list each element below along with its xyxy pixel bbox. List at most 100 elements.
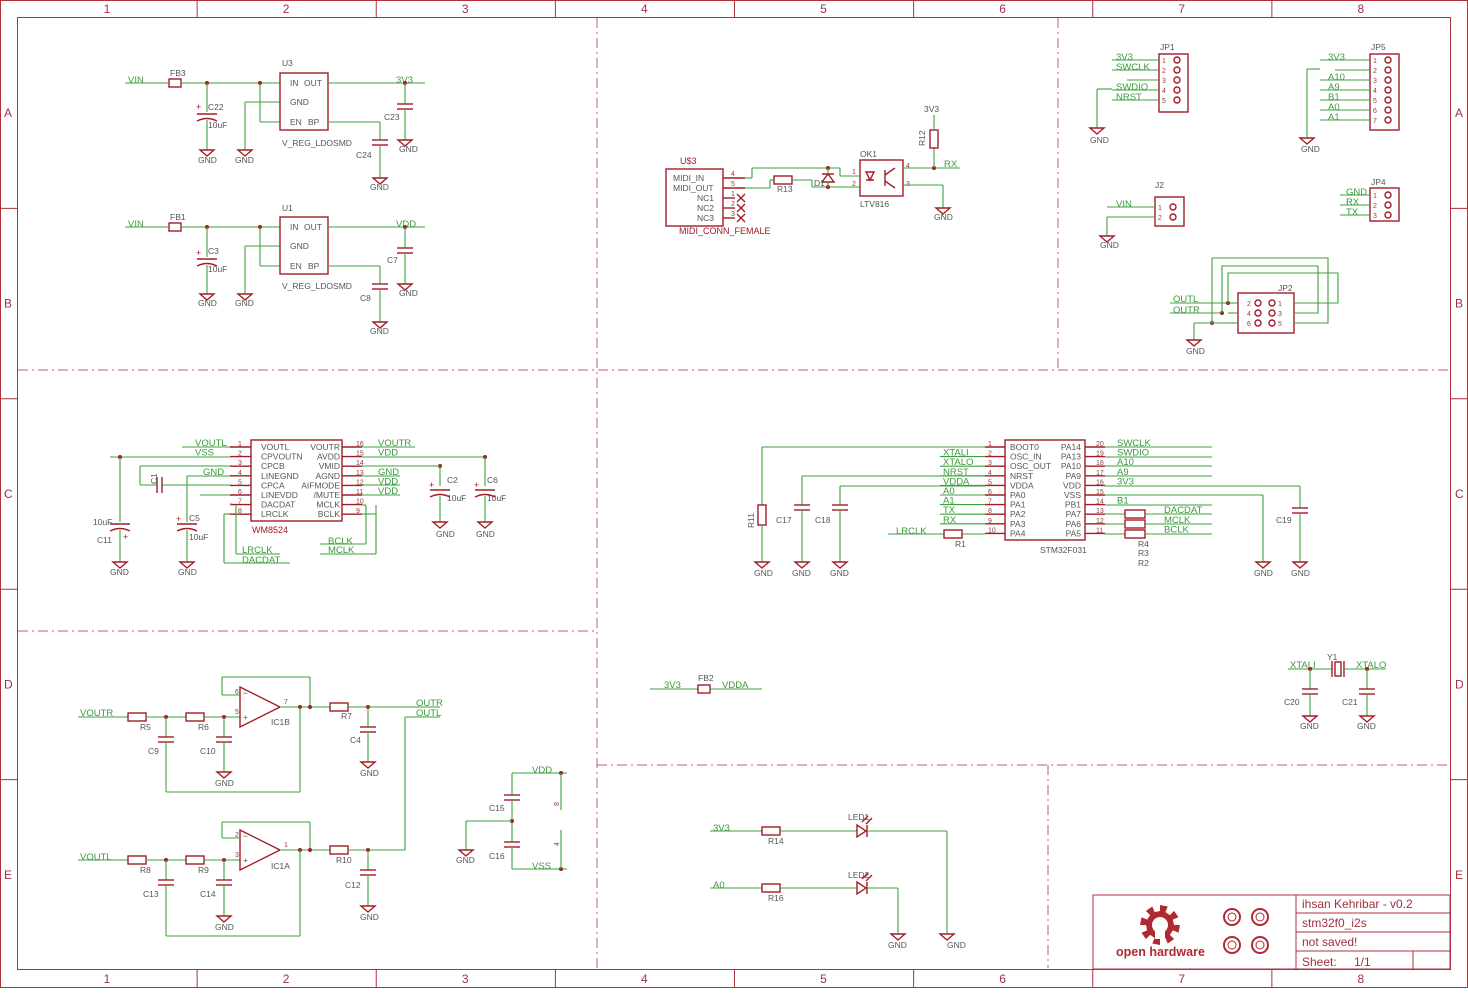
svg-text:R10: R10 (336, 855, 352, 865)
svg-text:IN: IN (290, 222, 299, 232)
header-pin-number: 3 (1373, 78, 1377, 85)
svg-text:V_REG_LDOSMD: V_REG_LDOSMD (282, 281, 352, 291)
net-vin-label: VIN (128, 75, 144, 86)
frame-col-label-top: 6 (999, 2, 1006, 16)
svg-text:GND: GND (1301, 144, 1320, 154)
frame-col-label-bottom: 2 (283, 972, 290, 986)
codec-pin-name: MCLK (316, 500, 340, 510)
svg-text:GND: GND (456, 855, 475, 865)
header-pin (1169, 203, 1177, 211)
author-label: ihsan Kehribar - v0.2 (1302, 897, 1413, 911)
mcu-pin-name: VDD (1063, 480, 1081, 490)
header-pin-number: 3 (1373, 213, 1377, 220)
mcu-net-label: 3V3 (1117, 476, 1134, 487)
mcu-pin-number: 16 (1096, 479, 1104, 486)
codec-net-label: VOUTL (195, 438, 227, 449)
svg-text:+: + (429, 480, 434, 490)
mcu-pin-number: 17 (1096, 470, 1104, 477)
svg-text:+: + (243, 712, 248, 722)
svg-text:2: 2 (852, 181, 856, 188)
svg-text:6: 6 (235, 689, 239, 696)
frame-row-label-left: E (4, 868, 12, 882)
svg-text:NC2: NC2 (697, 203, 714, 213)
svg-text:R5: R5 (140, 722, 151, 732)
header-net-label: NRST (1116, 92, 1142, 103)
mcu-pin-name: VDDA (1010, 480, 1034, 490)
header-net-label: TX (1346, 207, 1359, 218)
svg-text:U$3: U$3 (680, 156, 697, 166)
mcu-net-label: B1 (1117, 496, 1129, 507)
svg-text:GND: GND (754, 568, 773, 578)
svg-text:BCLK: BCLK (328, 536, 353, 547)
opamp-ic1b-section: VOUTR R5 R6 C9 C10 GND − + 6 5 7 IC1B (78, 676, 443, 793)
svg-text:GND: GND (1090, 135, 1109, 145)
mcu-pin-name: PA7 (1066, 509, 1082, 519)
svg-text:OUTL: OUTL (416, 708, 441, 719)
svg-text:GND: GND (1100, 240, 1119, 250)
header-pin-number: 5 (1278, 321, 1282, 328)
frame-row-label-left: D (4, 677, 13, 691)
frame-col-label-top: 7 (1178, 2, 1185, 16)
ferrite-fb3 (168, 78, 182, 88)
svg-text:OUTR: OUTR (416, 698, 443, 709)
mcu-pin-number: 3 (988, 460, 992, 467)
codec-pin-name: CPCB (261, 461, 285, 471)
svg-text:BP: BP (308, 117, 320, 127)
header-pin-number: 1 (1373, 193, 1377, 200)
resistor-r12 (929, 129, 939, 149)
svg-text:IN: IN (290, 78, 299, 88)
svg-text:R3: R3 (1138, 548, 1149, 558)
codec-pin-number: 16 (356, 441, 364, 448)
frame-col-label-top: 1 (104, 2, 111, 16)
svg-text:OUTR: OUTR (1173, 305, 1200, 316)
header-net-label: A1 (1328, 112, 1340, 123)
mcu-pin-name: PB1 (1065, 500, 1081, 510)
svg-text:IC1B: IC1B (271, 717, 290, 727)
svg-text:3V3: 3V3 (924, 104, 939, 114)
svg-text:U3: U3 (282, 58, 293, 68)
codec-pin-number: 9 (356, 508, 360, 515)
mcu-pin-number: 9 (988, 518, 992, 525)
svg-text:GND: GND (792, 568, 811, 578)
frame-col-label-top: 3 (462, 2, 469, 16)
mcu-net-label: XTALO (943, 457, 973, 468)
header-pin-number: 6 (1373, 108, 1377, 115)
mcu-body (1004, 439, 1086, 541)
codec-pin-name: VOUTL (261, 442, 290, 452)
header-pin-number: 2 (1158, 215, 1162, 222)
svg-text:R13: R13 (777, 184, 793, 194)
svg-text:JP5: JP5 (1371, 42, 1386, 52)
svg-text:C1: C1 (149, 473, 159, 484)
svg-text:C22: C22 (208, 102, 224, 112)
codec-pin-number: 4 (238, 470, 242, 477)
svg-text:+: + (123, 532, 128, 542)
mcu-pin-number: 12 (1096, 518, 1104, 525)
codec-pin-number: 1 (238, 441, 242, 448)
mcu-pin-number: 18 (1096, 460, 1104, 467)
crystal-y1-section: Y1 XTALI XTALO C20 GND C21 GND (1284, 652, 1386, 731)
mcu-pin-number: 10 (988, 527, 996, 534)
mcu-pin-name: NRST (1010, 471, 1033, 481)
svg-text:GND: GND (198, 298, 217, 308)
svg-text:DACDAT: DACDAT (242, 555, 281, 566)
mcu-pin-name: PA1 (1010, 500, 1026, 510)
mcu-net-label: VDDA (943, 476, 970, 487)
header-pin-number: 1 (1278, 301, 1282, 308)
svg-text:JP4: JP4 (1371, 177, 1386, 187)
frame-col-label-top: 8 (1357, 2, 1364, 16)
header-pin (1254, 299, 1262, 307)
mcu-pin-name: BOOT0 (1010, 442, 1039, 452)
codec-net-label: VOUTR (378, 438, 411, 449)
svg-text:VOUTL: VOUTL (80, 852, 112, 863)
mcu-pin-number: 14 (1096, 499, 1104, 506)
codec-net-label: VDD (378, 448, 398, 459)
frame-col-label-bottom: 3 (462, 972, 469, 986)
svg-text:U1: U1 (282, 203, 293, 213)
header-pin-number: 1 (1373, 58, 1377, 65)
svg-text:GND: GND (399, 288, 418, 298)
mcu-pin-name: PA5 (1066, 528, 1082, 538)
header-pin-number: 2 (1373, 203, 1377, 210)
